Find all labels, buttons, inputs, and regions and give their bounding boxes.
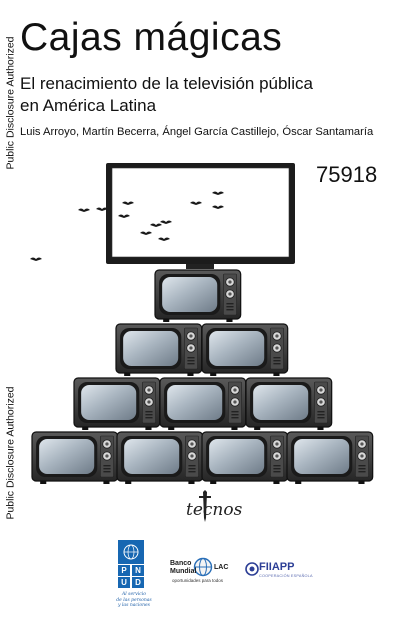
tv-row-1 [154, 269, 242, 323]
fiiapp-logo: FIIAPP COOPERACIÓN ESPAÑOLA [245, 560, 313, 580]
un-emblem-icon [118, 540, 144, 564]
undp-tagline-line: Al servicio [122, 592, 146, 597]
tecnos-mark [199, 490, 211, 522]
world-bank-region: LAC [214, 564, 229, 571]
undp-letter: D [132, 577, 144, 588]
undp-letter: P [118, 565, 130, 576]
undp-letter: N [132, 565, 144, 576]
subtitle-line-2: en América Latina [20, 96, 157, 115]
undp-tagline-line: de las personas [116, 597, 152, 603]
tv-row-2 [115, 323, 289, 377]
book-title: Cajas mágicas [20, 16, 283, 59]
undp-letter: U [118, 577, 130, 588]
report-number: 75918 [316, 162, 378, 187]
tv-row-4 [31, 431, 374, 485]
fiiapp-subtitle: COOPERACIÓN ESPAÑOLA [259, 574, 313, 578]
book-subtitle: El renacimiento de la televisión pública… [20, 73, 313, 117]
tv-row-3 [73, 377, 333, 431]
publisher-logo: tecnos [186, 500, 243, 520]
flat-screen-tv [106, 163, 295, 269]
world-bank-name-line: Mundial [170, 568, 197, 575]
undp-logo: P N U D [118, 540, 144, 588]
undp-tagline: Al servicio de las personas y las nacion… [112, 592, 156, 609]
author-list: Luis Arroyo, Martín Becerra, Ángel Garcí… [20, 126, 374, 138]
world-bank-globe-icon [193, 557, 213, 577]
subtitle-line-1: El renacimiento de la televisión pública [20, 74, 313, 93]
world-bank-name: Banco Mundial [170, 560, 196, 576]
fiiapp-mark-icon [245, 562, 259, 576]
undp-tagline-line: y las naciones [118, 603, 150, 608]
world-bank-logo: Banco Mundial LAC oportunidades para tod… [170, 556, 240, 584]
world-bank-tagline: oportunidades para todos [172, 578, 224, 583]
world-bank-name-line: Banco [170, 560, 192, 567]
fiiapp-name: FIIAPP [259, 561, 295, 573]
